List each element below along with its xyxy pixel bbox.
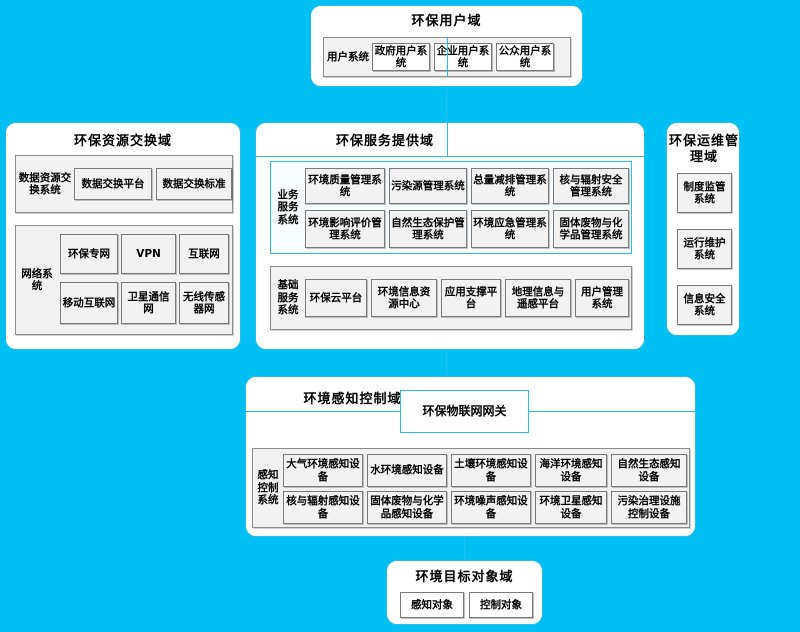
network-system-label: 网络系统 [21,267,53,293]
box-env-cloud-platform[interactable]: 环保云平台 [305,279,367,317]
panel-ops-domain: 环保运维管理域 制度监管系统 运行维护系统 信息安全系统 [666,122,740,336]
box-government-user-system[interactable]: 政府用户系统 [372,43,430,71]
box-enterprise-user-system[interactable]: 企业用户系统 [434,43,492,71]
panel-service-domain: 环保服务提供域 业务服务系统 环境质量管理系统 污染源管理系统 总量减排管理系统… [255,122,645,350]
data-exchange-label: 数据资源交换系统 [18,171,72,197]
box-public-user-system[interactable]: 公众用户系统 [496,43,554,71]
box-mobile-internet[interactable]: 移动互联网 [60,282,118,324]
panel-user-domain: 环保用户域 用户系统 政府用户系统 企业用户系统 公众用户系统 [310,5,583,87]
box-data-exchange-platform[interactable]: 数据交换平台 [74,168,152,200]
panel-target-domain: 环境目标对象域 感知对象 控制对象 [386,560,543,625]
connector-sensing-to-target [464,538,465,560]
infrastructure-service-module: 基础服务系统 环保云平台 环境信息资源中心 应用支撑平台 地理信息与遥感平台 用… [270,266,632,330]
box-natural-ecology-sensing-device[interactable]: 自然生态感知设备 [611,454,687,487]
infrastructure-service-label: 基础服务系统 [277,279,299,317]
box-nuclear-radiation-sensing-device[interactable]: 核与辐射感知设备 [283,491,363,524]
user-domain-title: 环保用户域 [411,14,482,29]
box-iot-gateway[interactable]: 环保物联网网关 [400,390,529,433]
target-domain-title: 环境目标对象域 [415,570,514,585]
box-env-quality-management-system[interactable]: 环境质量管理系统 [305,168,385,204]
sensing-control-module: 感知控制系统 大气环境感知设备 水环境感知设备 土壤环境感知设备 海洋环境感知设… [252,448,690,528]
box-data-exchange-standard[interactable]: 数据交换标准 [156,168,232,200]
business-service-module: 业务服务系统 环境质量管理系统 污染源管理系统 总量减排管理系统 核与辐射安全管… [270,161,632,254]
box-sensing-object[interactable]: 感知对象 [400,592,464,618]
box-water-env-sensing-device[interactable]: 水环境感知设备 [367,454,447,487]
box-pollution-treatment-control-device[interactable]: 污染治理设施控制设备 [611,491,687,524]
business-service-label: 业务服务系统 [277,188,299,226]
box-system-supervision[interactable]: 制度监管系统 [677,173,732,213]
network-module: 网络系统 环保专网 VPN 互联网 移动互联网 卫星通信网 无线传感器网 [15,225,233,335]
service-title-underline [256,156,645,157]
box-solid-waste-chemicals-sensing-device[interactable]: 固体废物与化学品感知设备 [367,491,447,524]
box-control-object[interactable]: 控制对象 [469,592,533,618]
user-system-label: 用户系统 [327,50,369,63]
resource-exchange-title: 环保资源交换域 [73,134,172,149]
box-operation-maintenance[interactable]: 运行维护系统 [677,229,732,269]
service-domain-title: 环保服务提供域 [335,134,434,149]
box-satellite-communication-network[interactable]: 卫星通信网 [121,282,176,324]
sensing-control-label: 感知控制系统 [257,469,279,507]
box-env-emergency-management-system[interactable]: 环境应急管理系统 [471,210,549,248]
box-pollution-source-management-system[interactable]: 污染源管理系统 [389,168,467,204]
box-total-emission-reduction-management-system[interactable]: 总量减排管理系统 [471,168,549,204]
box-vpn[interactable]: VPN [121,234,176,274]
sensing-domain-title: 环境感知控制域 [303,392,402,407]
user-module-divider [447,37,448,77]
box-wireless-sensor-network[interactable]: 无线传感器网 [179,282,229,324]
service-title-divider [447,123,448,156]
box-env-noise-sensing-device[interactable]: 环境噪声感知设备 [451,491,531,524]
box-user-management-system[interactable]: 用户管理系统 [575,279,629,317]
box-soil-env-sensing-device[interactable]: 土壤环境感知设备 [451,454,531,487]
panel-resource-exchange-domain: 环保资源交换域 数据资源交换系统 数据交换平台 数据交换标准 网络系统 环保专网… [5,122,241,350]
box-env-private-network[interactable]: 环保专网 [60,234,118,274]
box-env-satellite-sensing-device[interactable]: 环境卫星感知设备 [535,491,607,524]
panel-sensing-domain: 环境感知控制域 环保物联网网关 感知控制系统 大气环境感知设备 水环境感知设备 … [245,376,696,537]
box-eia-management-system[interactable]: 环境影响评价管理系统 [305,210,385,248]
box-internet[interactable]: 互联网 [179,234,229,274]
box-env-info-resource-center[interactable]: 环境信息资源中心 [371,279,437,317]
box-nuclear-radiation-safety-management-system[interactable]: 核与辐射安全管理系统 [553,168,629,204]
box-application-support-platform[interactable]: 应用支撑平台 [441,279,501,317]
connector-user-to-service [446,85,447,125]
box-natural-ecology-protection-management-system[interactable]: 自然生态保护管理系统 [389,210,467,248]
data-exchange-module: 数据资源交换系统 数据交换平台 数据交换标准 [15,155,233,213]
box-solid-waste-chemicals-management-system[interactable]: 固体废物与化学品管理系统 [553,210,629,248]
box-information-security[interactable]: 信息安全系统 [677,285,732,325]
box-gis-remote-sensing-platform[interactable]: 地理信息与遥感平台 [505,279,571,317]
ops-domain-title: 环保运维管理域 [668,134,739,165]
box-air-env-sensing-device[interactable]: 大气环境感知设备 [283,454,363,487]
connector-service-to-sensing [446,350,447,391]
box-marine-env-sensing-device[interactable]: 海洋环境感知设备 [535,454,607,487]
